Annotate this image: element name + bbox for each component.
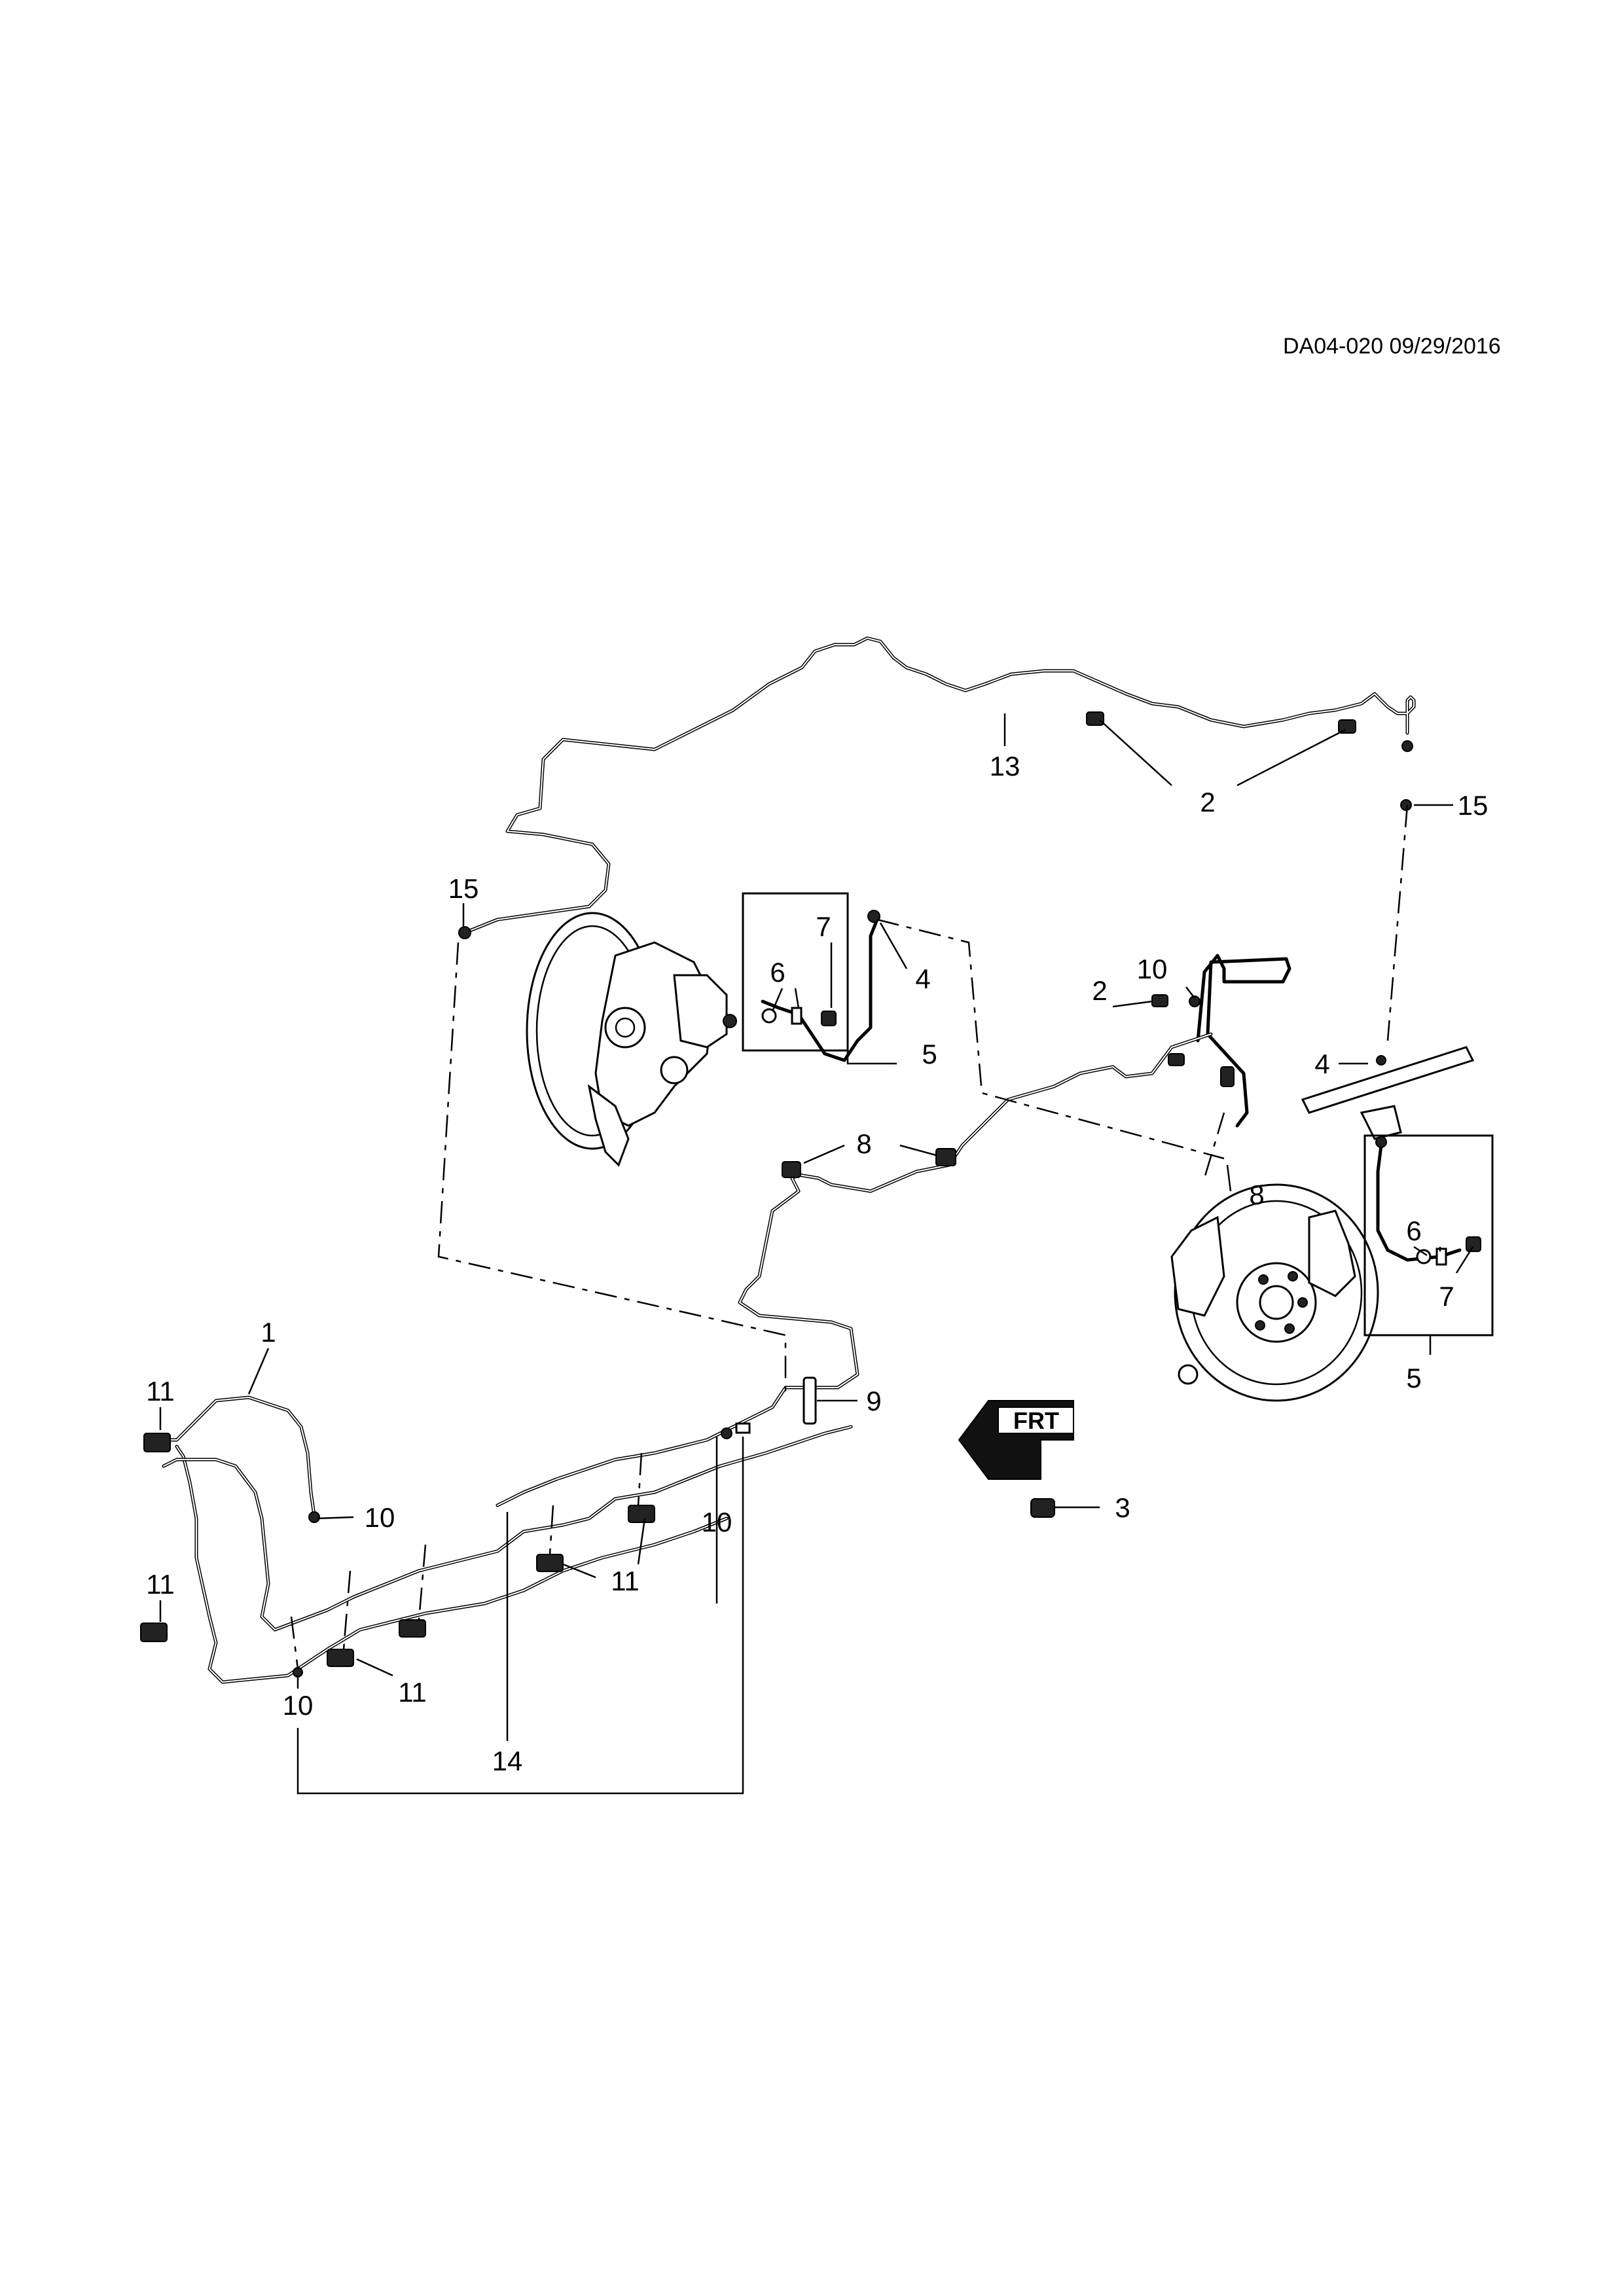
callout-10-bottom: 10 <box>283 1690 314 1721</box>
callout-10-upper-right: 10 <box>1137 954 1168 984</box>
clip-2-upper-right <box>1338 719 1356 734</box>
clip-11-upper-left <box>143 1433 171 1452</box>
brake-pipe-13 <box>463 636 1416 935</box>
clip-11-lower-left <box>140 1623 168 1642</box>
callout-1: 1 <box>261 1317 276 1348</box>
leader-lines <box>159 713 1474 1795</box>
callout-6-front: 6 <box>1406 1215 1421 1246</box>
callout-5-rear: 5 <box>922 1039 937 1069</box>
callout-10-right: 10 <box>702 1507 732 1537</box>
callout-4-upper: 4 <box>915 963 930 994</box>
callout-15-left: 15 <box>448 873 479 904</box>
clip-11-right <box>536 1505 655 1572</box>
diagram-reference-code: DA04-020 09/29/2016 <box>1283 334 1501 359</box>
front-pipe-assembly <box>496 954 1291 1507</box>
fitting-10-right <box>721 1422 751 1439</box>
clip-2-upper-left <box>1086 711 1104 726</box>
callout-7-rear: 7 <box>816 911 831 942</box>
callout-11-upper-left: 11 <box>146 1376 175 1407</box>
callout-4-right: 4 <box>1314 1049 1329 1079</box>
connector-8-middle <box>935 1148 956 1166</box>
hose-9 <box>803 1376 817 1425</box>
clip-11-lower-middle <box>327 1619 426 1667</box>
callout-9: 9 <box>866 1386 881 1416</box>
rear-brake-assembly <box>526 912 737 1167</box>
fitting-10-top <box>308 1511 320 1523</box>
callout-2-middle: 2 <box>1092 975 1107 1006</box>
callout-13: 13 <box>990 751 1020 781</box>
callout-15-right: 15 <box>1458 790 1489 821</box>
frame-rail <box>1301 1046 1475 1140</box>
callout-3: 3 <box>1115 1492 1130 1523</box>
fitting-15-right <box>1400 740 1413 811</box>
frt-label: FRT <box>1013 1407 1059 1434</box>
callout-11-lower-middle: 11 <box>398 1677 427 1708</box>
hose-kit-5-rear <box>742 892 880 1062</box>
fitting-15-left <box>458 926 471 939</box>
callout-labels: 13 2 15 15 7 6 4 5 10 2 4 8 8 6 7 5 1 11… <box>146 751 1488 1776</box>
callout-11-lower-left: 11 <box>146 1569 175 1600</box>
callout-14: 14 <box>492 1746 523 1776</box>
front-direction-indicator: FRT <box>958 1400 1074 1480</box>
callout-5-front: 5 <box>1406 1363 1421 1393</box>
front-brake-assembly <box>1170 1183 1379 1402</box>
callout-11-right: 11 <box>611 1566 640 1596</box>
callout-8-right: 8 <box>1249 1179 1264 1210</box>
callout-7-front: 7 <box>1439 1281 1454 1312</box>
fitting-3 <box>1030 1498 1055 1518</box>
callout-2-upper: 2 <box>1200 787 1215 817</box>
hose-kit-5-front <box>1363 1134 1494 1336</box>
reference-lines <box>290 804 1409 1670</box>
fitting-10-bottom <box>293 1667 303 1677</box>
callout-6-rear: 6 <box>770 957 785 988</box>
connector-8-left <box>782 1161 801 1178</box>
brake-pipe-1 <box>155 1395 853 1684</box>
callout-8-middle: 8 <box>856 1128 871 1159</box>
callout-10-top: 10 <box>365 1502 395 1533</box>
